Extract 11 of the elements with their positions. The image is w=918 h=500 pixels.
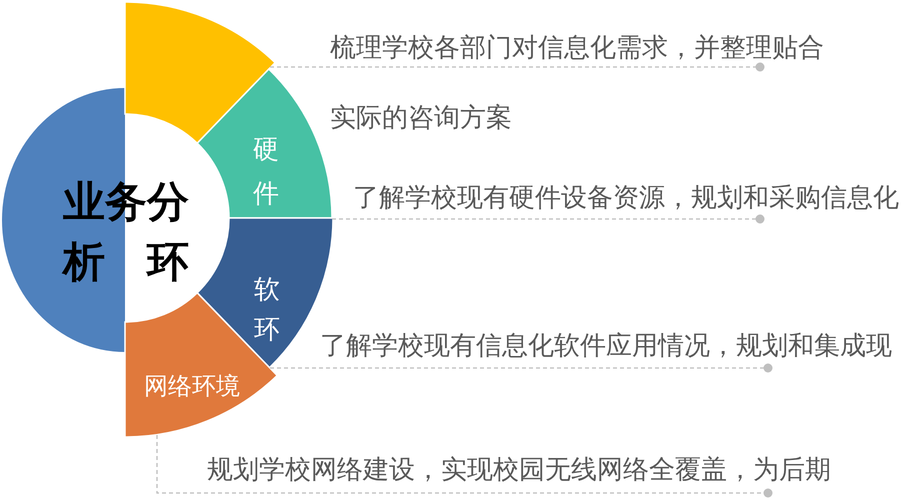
segment-label: 硬件 xyxy=(253,134,280,211)
leader-line xyxy=(332,214,764,224)
leader-line xyxy=(270,364,772,372)
description-text: 规划学校网络建设，实现校园无线网络全覆盖，为后期 xyxy=(207,452,847,488)
description-text: 了解学校现有硬件设备资源，规划和采购信息化 xyxy=(353,180,913,216)
description-text: 了解学校现有信息化软件应用情况，规划和集成现 xyxy=(320,328,910,364)
description-text: 梳理学校各部门对信息化需求，并整理贴合实际的咨询方案 xyxy=(330,13,830,153)
leader-line xyxy=(270,62,764,72)
leader-line xyxy=(156,435,772,498)
segment-label: 网络环境 xyxy=(144,372,241,400)
segment-label: 软环 xyxy=(254,274,281,347)
